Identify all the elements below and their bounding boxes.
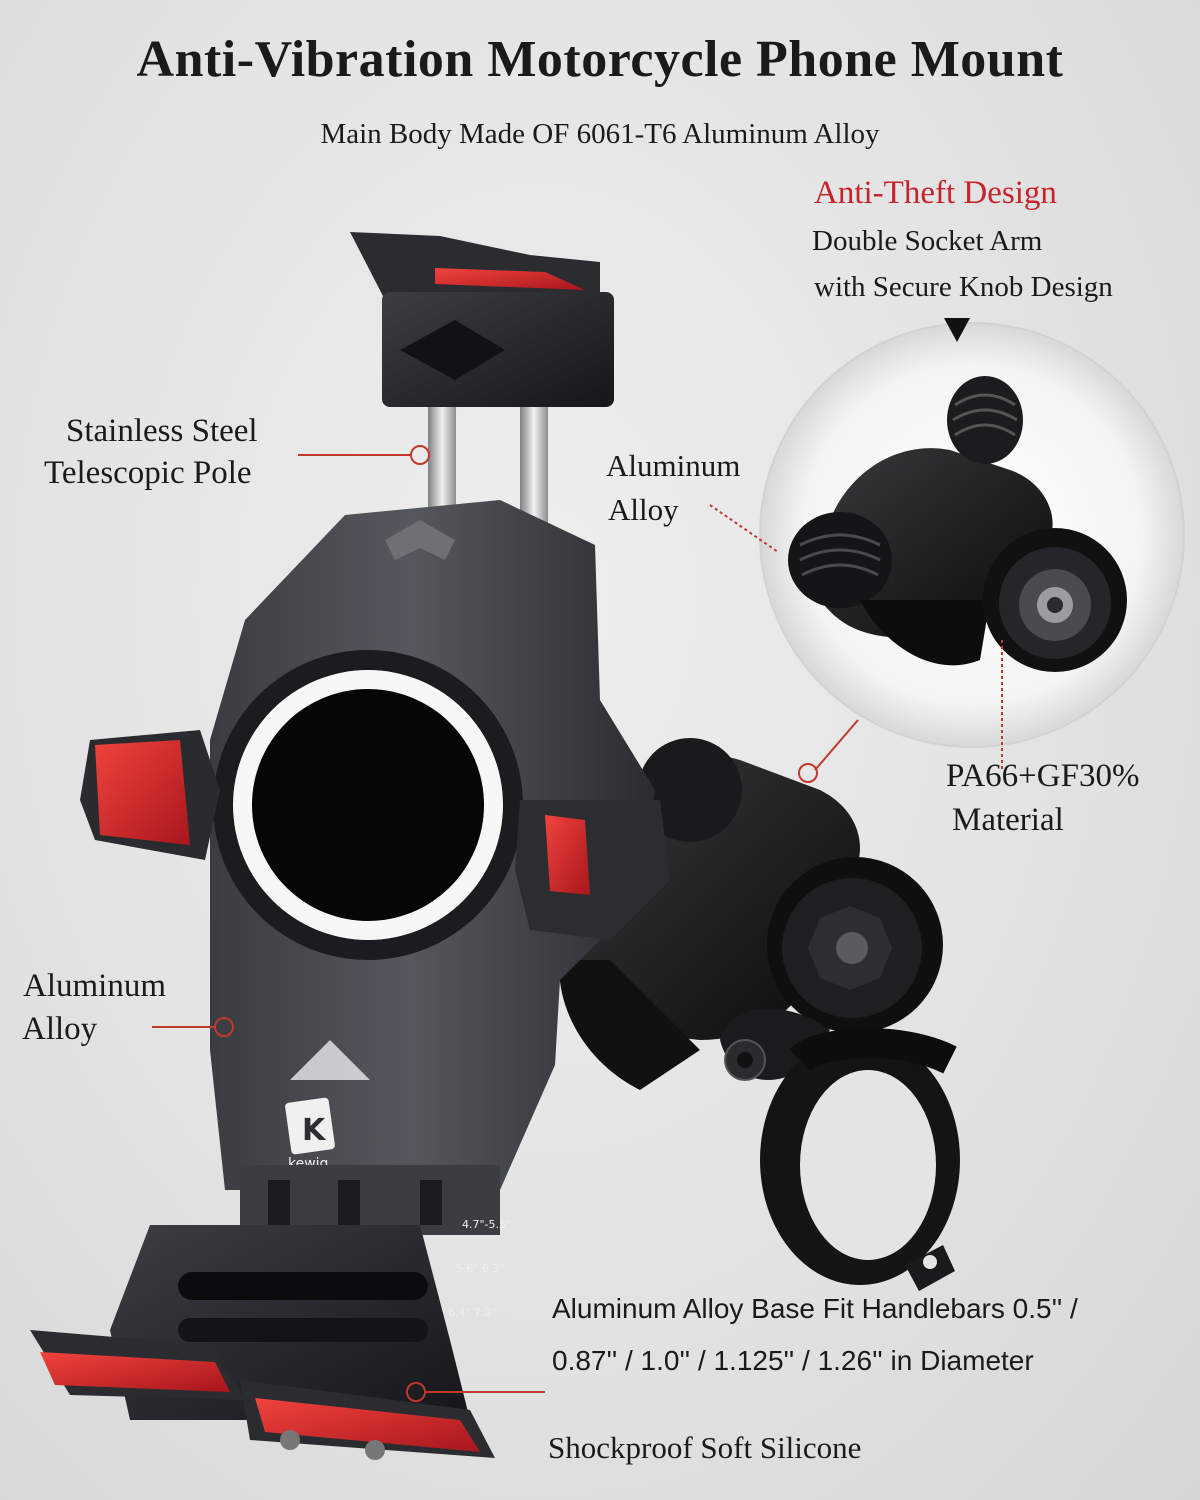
triangle-down-icon bbox=[944, 318, 970, 342]
base-label-line2: 0.87'' / 1.0'' / 1.125'' / 1.26'' in Dia… bbox=[552, 1345, 1034, 1376]
anti-theft-title: Anti-Theft Design bbox=[814, 175, 1057, 211]
arm-alloy-label-line1: Aluminum bbox=[606, 448, 741, 483]
arm-alloy-label-line2: Alloy bbox=[608, 492, 679, 527]
handlebar-clamp bbox=[720, 1008, 960, 1291]
page-title: Anti-Vibration Motorcycle Phone Mount bbox=[136, 31, 1064, 88]
size-mark-3: 6.4" 7.2" bbox=[448, 1306, 497, 1319]
side-grip-left bbox=[80, 730, 220, 860]
anti-theft-line2: with Secure Knob Design bbox=[814, 271, 1113, 303]
anti-theft-line1: Double Socket Arm bbox=[812, 225, 1043, 257]
side-grip-right bbox=[515, 800, 670, 940]
size-mark-1: 4.7"-5.5" bbox=[462, 1218, 511, 1231]
material-label-line1: PA66+GF30% bbox=[946, 758, 1140, 794]
material-label-line2: Material bbox=[952, 802, 1064, 838]
brand-mark: K bbox=[302, 1113, 327, 1148]
pole-label-line1: Stainless Steel bbox=[66, 413, 258, 449]
bottom-grip-right bbox=[240, 1380, 495, 1460]
size-mark-2: 5.6" 6.3" bbox=[456, 1262, 505, 1275]
telescopic-pole bbox=[428, 390, 548, 540]
base-label-line1: Aluminum Alloy Base Fit Handlebars 0.5''… bbox=[552, 1293, 1078, 1324]
top-clamp bbox=[350, 232, 614, 407]
socket-arm-detail bbox=[788, 376, 1127, 672]
brand-logo: K kewig bbox=[285, 1097, 335, 1172]
body-alloy-label-line1: Aluminum bbox=[23, 968, 167, 1004]
bottom-grip-left bbox=[30, 1330, 245, 1400]
silicone-label: Shockproof Soft Silicone bbox=[548, 1430, 862, 1465]
body-alloy-label-line2: Alloy bbox=[22, 1011, 98, 1047]
pole-label-line2: Telescopic Pole bbox=[44, 455, 252, 491]
phone-holder-body bbox=[210, 500, 655, 1190]
page-subtitle: Main Body Made OF 6061-T6 Aluminum Alloy bbox=[320, 118, 880, 150]
